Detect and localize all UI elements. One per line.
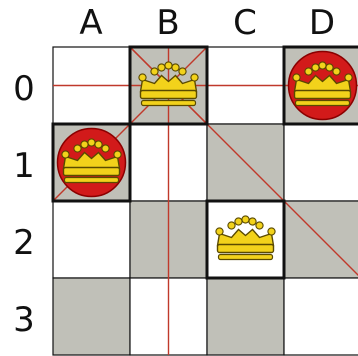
crown-jewel xyxy=(319,62,326,69)
crown-jewel xyxy=(165,62,172,69)
crown-jewel xyxy=(293,74,300,81)
crown-icon xyxy=(58,129,126,197)
crown-jewel xyxy=(88,139,95,146)
crown-band xyxy=(141,91,197,99)
crown-jewel xyxy=(81,141,88,148)
crown-band xyxy=(64,168,120,176)
crown-jewel xyxy=(249,218,256,225)
board-cell-c3 xyxy=(207,278,284,355)
row-label-2: 2 xyxy=(13,223,35,263)
board-cell-d1 xyxy=(284,124,358,201)
crown-jewel xyxy=(172,64,179,71)
row-label-3: 3 xyxy=(13,300,35,340)
crown-jewel xyxy=(305,68,312,75)
column-label-b: B xyxy=(156,3,179,43)
crown-band xyxy=(295,91,351,99)
crown-band xyxy=(218,245,274,253)
crown-jewel xyxy=(312,64,319,71)
crown-jewel xyxy=(114,151,121,158)
crown-jewel xyxy=(228,222,235,229)
crown-jewel xyxy=(179,68,186,75)
board-cell-a2 xyxy=(53,201,130,278)
crown-jewel xyxy=(216,228,223,235)
row-label-0: 0 xyxy=(13,69,35,109)
crown-icon xyxy=(289,52,357,120)
crown-jewel xyxy=(256,222,263,229)
crown-jewel xyxy=(62,151,69,158)
crown-jewel xyxy=(102,145,109,152)
crown-jewel xyxy=(242,216,249,223)
crown-jewel xyxy=(74,145,81,152)
column-label-c: C xyxy=(233,3,257,43)
crown-base xyxy=(142,101,196,106)
column-label-d: D xyxy=(309,3,335,43)
board-cell-d3 xyxy=(284,278,358,355)
crown-jewel xyxy=(268,228,275,235)
crown-base xyxy=(296,101,350,106)
crown-jewel xyxy=(95,141,102,148)
crown-jewel xyxy=(345,74,352,81)
crown-base xyxy=(219,255,273,260)
crown-jewel xyxy=(326,64,333,71)
crown-base xyxy=(65,178,119,183)
crown-jewel xyxy=(158,64,165,71)
crown-jewel xyxy=(333,68,340,75)
board-cell-a3 xyxy=(53,278,130,355)
crown-jewel xyxy=(151,68,158,75)
crown-jewel xyxy=(191,74,198,81)
row-label-1: 1 xyxy=(13,146,35,186)
crown-jewel xyxy=(139,74,146,81)
column-label-a: A xyxy=(79,3,102,43)
crown-jewel xyxy=(235,218,242,225)
